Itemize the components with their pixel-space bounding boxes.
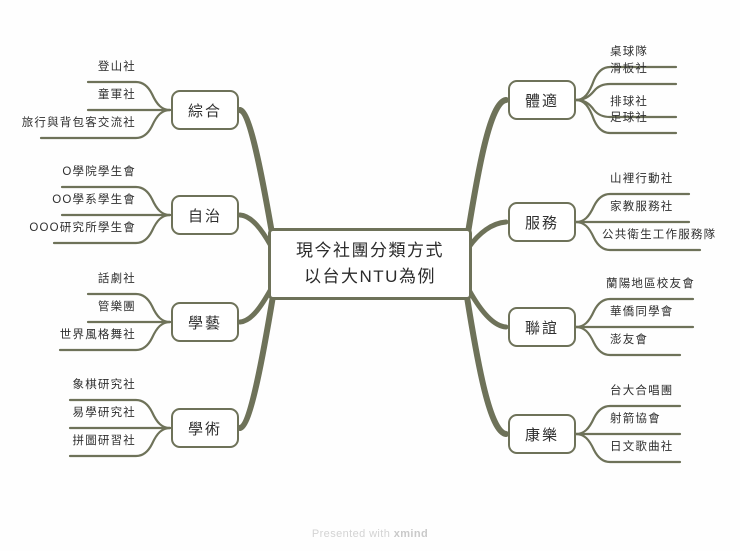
category-node-tishi[interactable]: 體適 [508,80,576,120]
leaf-text: 足球社 [610,112,649,124]
category-node-tishi-label: 體適 [524,92,559,110]
category-node-lianyi[interactable]: 聯誼 [508,307,576,347]
leaf-label-right-4-3[interactable]: 日文歌曲社 [610,441,740,454]
main-branch-left-3 [237,286,274,325]
leaf-label-left-4-2[interactable]: 易學研究社 [0,407,136,420]
leaf-text: 台大合唱團 [610,385,674,397]
leaf-text: 華僑同學會 [610,306,674,318]
leaf-text: 澎友會 [610,334,649,346]
category-node-fuwu-label: 服務 [524,214,559,232]
leaf-label-left-2-1[interactable]: O學院學生會 [0,166,136,179]
leaf-label-right-2-1[interactable]: 山裡行動社 [610,173,740,186]
main-branch-left-1 [237,107,276,242]
leaf-text: 拼圖研習社 [72,435,136,447]
leaf-label-right-3-3[interactable]: 澎友會 [610,334,740,347]
leaf-text: OO學系學生會 [52,194,136,206]
leaf-label-left-4-3[interactable]: 拼圖研習社 [0,435,136,448]
category-node-zonghe-label: 綜合 [187,102,222,120]
central-topic-line-2: 以台大NTU為例 [304,267,436,286]
leaf-label-left-1-3[interactable]: 旅行與背包客交流社 [0,117,136,130]
category-node-lianyi-label: 聯誼 [524,319,559,337]
leaf-label-right-3-1[interactable]: 蘭陽地區校友會 [606,278,740,291]
category-node-xueyi[interactable]: 學藝 [171,302,239,342]
leaf-label-right-4-2[interactable]: 射箭協會 [610,413,740,426]
main-branch-left-4 [237,293,276,431]
leaf-text: 桌球隊 [610,46,649,58]
category-node-kangle-label: 康樂 [524,426,559,444]
main-branch-right-1 [464,97,509,242]
category-node-xueshu-label: 學術 [187,420,222,438]
leaf-label-right-2-3[interactable]: 公共衛生工作服務隊 [602,229,740,242]
central-topic-line-1: 現今社團分類方式 [296,240,444,260]
leaf-label-right-3-2[interactable]: 華僑同學會 [610,306,740,319]
main-branch-right-3 [466,287,509,330]
leaf-text: 山裡行動社 [610,173,674,185]
leaf-label-left-3-3[interactable]: 世界風格舞社 [0,329,136,342]
leaf-label-left-2-2[interactable]: OO學系學生會 [0,194,136,207]
category-node-zonghe[interactable]: 綜合 [171,90,239,130]
leaf-label-left-2-3[interactable]: OOO研究所學生會 [0,222,136,235]
leaf-text: 射箭協會 [610,413,661,425]
leaf-text: 管樂團 [97,301,136,313]
leaf-label-right-1-4[interactable]: 足球社 [610,112,740,125]
leaf-label-right-1-1[interactable]: 桌球隊 [610,46,740,59]
main-branch-right-2 [466,219,509,250]
leaf-label-right-2-2[interactable]: 家教服務社 [610,201,740,214]
leaf-label-left-1-1[interactable]: 登山社 [0,61,136,74]
category-node-xueshu[interactable]: 學術 [171,408,239,448]
xmind-watermark: Presented with xmind [0,528,740,540]
leaf-label-right-4-1[interactable]: 台大合唱團 [610,385,740,398]
leaf-label-left-3-2[interactable]: 管樂團 [0,301,136,314]
leaf-text: 易學研究社 [72,407,136,419]
leaf-text: 話劇社 [97,273,136,285]
leaf-text: OOO研究所學生會 [29,222,136,234]
category-node-xueyi-label: 學藝 [187,314,222,332]
leaf-label-right-1-2[interactable]: 滑板社 [610,63,740,76]
leaf-text: 公共衛生工作服務隊 [602,229,717,241]
leaf-text: O學院學生會 [62,166,136,178]
leaf-label-left-4-1[interactable]: 象棋研究社 [0,379,136,392]
leaf-label-right-1-3[interactable]: 排球社 [610,96,740,109]
leaf-label-left-1-2[interactable]: 童軍社 [0,89,136,102]
leaf-text: 旅行與背包客交流社 [21,117,136,129]
category-node-fuwu[interactable]: 服務 [508,202,576,242]
main-branch-left-2 [237,212,274,249]
leaf-text: 童軍社 [97,89,136,101]
watermark-prefix: Presented with [311,528,394,540]
leaf-text: 日文歌曲社 [610,441,674,453]
category-node-zizhi[interactable]: 自治 [171,195,239,235]
category-node-zizhi-label: 自治 [187,207,222,225]
main-branch-right-4 [464,294,509,437]
watermark-brand: xmind [393,528,429,540]
leaf-text: 家教服務社 [610,201,674,213]
category-node-kangle[interactable]: 康樂 [508,414,576,454]
leaf-text: 排球社 [610,96,649,108]
leaf-text: 登山社 [97,61,136,73]
leaf-text: 世界風格舞社 [59,329,136,341]
central-topic-node[interactable]: 現今社團分類方式 以台大NTU為例 [268,228,472,300]
leaf-text: 象棋研究社 [72,379,136,391]
leaf-text: 蘭陽地區校友會 [606,278,695,290]
leaf-label-left-3-1[interactable]: 話劇社 [0,273,136,286]
leaf-text: 滑板社 [610,63,649,75]
